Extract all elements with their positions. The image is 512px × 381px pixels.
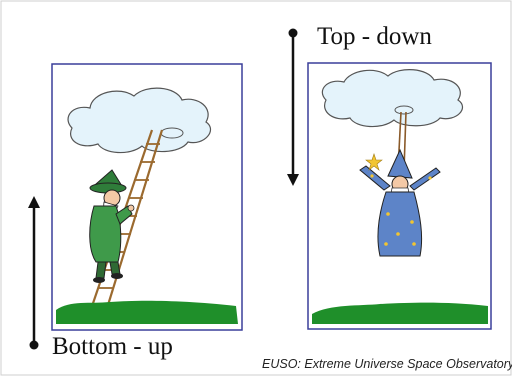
arrow-down-icon bbox=[287, 29, 299, 187]
grass-left bbox=[56, 301, 238, 324]
top-down-label: Top - down bbox=[317, 23, 432, 51]
top-down-panel bbox=[308, 63, 491, 329]
arrow-up-icon bbox=[28, 196, 40, 350]
caption: EUSO: Extreme Universe Space Observatory bbox=[262, 357, 512, 371]
bottom-up-label: Bottom - up bbox=[52, 333, 173, 361]
bottom-up-panel bbox=[52, 64, 242, 330]
